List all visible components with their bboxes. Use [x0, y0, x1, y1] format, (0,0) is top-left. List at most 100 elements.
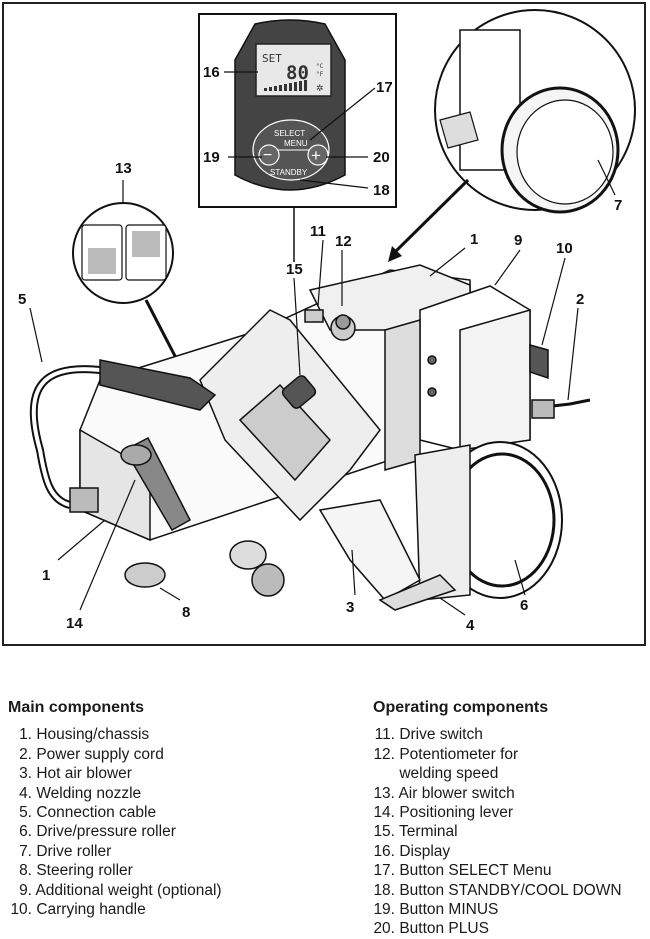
legend-item: 11. Drive switch: [373, 725, 622, 744]
lcd-display: [255, 43, 332, 97]
legend-item: 6. Drive/pressure roller: [8, 822, 222, 841]
callout-1-left: 1: [42, 567, 50, 584]
legend-item-number: 9.: [19, 881, 32, 899]
welder-diagram: SET 80 °C °F ✲ SELECT MENU STANDBY − +: [18, 9, 636, 634]
drive-roller-detail: [434, 9, 636, 214]
legend-item: 20. Button PLUS: [373, 919, 622, 938]
legend-item: 14. Positioning lever: [373, 803, 622, 822]
legend-item-number: 15.: [373, 823, 395, 841]
standby-button-label: STANDBY: [270, 168, 308, 177]
callout-2: 2: [576, 291, 584, 308]
legend-item-text: Drive/pressure roller: [36, 823, 176, 841]
legend-item: 16. Display: [373, 842, 622, 861]
callout-16: 16: [203, 64, 220, 81]
legend-item: 18. Button STANDBY/COOL DOWN: [373, 881, 622, 900]
callout-10: 10: [556, 240, 573, 257]
callout-12: 12: [335, 233, 352, 250]
minus-button-label: −: [263, 147, 272, 164]
callout-13: 13: [115, 160, 132, 177]
callout-5: 5: [18, 291, 26, 308]
select-button-label: SELECT: [274, 129, 305, 138]
air-blower-switch-detail: [72, 180, 174, 304]
legend-item: 19. Button MINUS: [373, 900, 622, 919]
legend-item-number: 16.: [373, 842, 395, 860]
legend-item-text: Button STANDBY/COOL DOWN: [399, 881, 622, 899]
legend-item: 3. Hot air blower: [8, 764, 222, 783]
callout-leaders: [29, 239, 579, 616]
minus-button: [258, 144, 280, 166]
callout-7: 7: [614, 197, 622, 214]
legend-item-number: 19.: [373, 901, 395, 919]
legend-item: 13. Air blower switch: [373, 784, 622, 803]
legend-main-title: Main components: [8, 699, 145, 716]
legend-op-title: Operating components: [373, 699, 549, 716]
figure-frame: [2, 2, 646, 646]
legend-item: 7. Drive roller: [8, 842, 222, 861]
legend-item-number: 12.: [373, 745, 395, 763]
legend-item-number: 7.: [19, 842, 32, 860]
legend-item-number: 13.: [373, 784, 395, 802]
callout-6: 6: [520, 597, 528, 614]
callout-9: 9: [514, 232, 522, 249]
legend-item-number: 14.: [373, 804, 395, 822]
legend-item: 17. Button SELECT Menu: [373, 861, 622, 880]
legend-item-text: Air blower switch: [398, 784, 515, 802]
legend-item: 15. Terminal: [373, 822, 622, 841]
legend-item: 2. Power supply cord: [8, 745, 222, 764]
legend-item-number: 8.: [19, 862, 32, 880]
plus-button-label: +: [311, 146, 321, 165]
callout-4: 4: [466, 617, 475, 634]
legend-item-number: 4.: [19, 784, 32, 802]
display-bar-graph: [264, 80, 307, 91]
callout-14: 14: [66, 615, 83, 632]
legend-item-text: Positioning lever: [399, 804, 514, 822]
legend-item-text: Button MINUS: [399, 901, 499, 919]
fan-icon: ✲: [316, 83, 324, 93]
welding-machine: [29, 264, 591, 611]
legend-item-text: Carrying handle: [36, 901, 146, 919]
legend-item-text: Power supply cord: [36, 745, 164, 763]
display-unit-c: °C: [316, 63, 324, 70]
legend-item: 5. Connection cable: [8, 803, 222, 822]
legend-item-number: 17.: [373, 862, 395, 880]
callout-1-top: 1: [470, 231, 478, 248]
legend-item: 1. Housing/chassis: [8, 725, 222, 744]
legend-item-text: Drive switch: [399, 726, 483, 744]
legend-item-number: 3.: [19, 765, 32, 783]
plus-button: [307, 144, 329, 166]
callout-19: 19: [203, 149, 220, 166]
legend-item-number: 1.: [19, 726, 32, 744]
legend-item-number: 5.: [19, 804, 32, 822]
callout-20: 20: [373, 149, 390, 166]
display-unit-f: °F: [316, 71, 324, 78]
callout-15: 15: [286, 261, 303, 278]
callout-3: 3: [346, 599, 354, 616]
legend-item: 10. Carrying handle: [8, 900, 222, 919]
legend-item: welding speed: [373, 764, 622, 783]
legend-item-number: 18.: [373, 881, 395, 899]
legend-item-number: 20.: [373, 920, 395, 938]
display-value: 80: [286, 62, 309, 84]
callout-17: 17: [376, 79, 393, 96]
callout-18: 18: [373, 182, 390, 199]
legend-item-text: Steering roller: [36, 862, 133, 880]
legend-item-text: Display: [399, 842, 451, 860]
legend-item-text: Additional weight (optional): [35, 881, 222, 899]
legend-item: 12. Potentiometer for: [373, 745, 622, 764]
legend-item-number: 11.: [374, 726, 395, 744]
legend-item-text: Button PLUS: [399, 920, 489, 938]
display-set-label: SET: [262, 52, 282, 65]
legend-item-text: Drive roller: [36, 842, 112, 860]
legend-item-number: 6.: [19, 823, 32, 841]
legend-item-text: Housing/chassis: [36, 726, 150, 744]
legend-item: 8. Steering roller: [8, 861, 222, 880]
legend-item-text: Connection cable: [36, 804, 157, 822]
legend-item: 9. Additional weight (optional): [8, 881, 222, 900]
legend-item-text: Terminal: [399, 823, 458, 841]
control-panel-inset: SET 80 °C °F ✲ SELECT MENU STANDBY − +: [198, 13, 397, 208]
callout-11: 11: [310, 223, 326, 240]
legend-item-text: Button SELECT Menu: [399, 862, 552, 880]
